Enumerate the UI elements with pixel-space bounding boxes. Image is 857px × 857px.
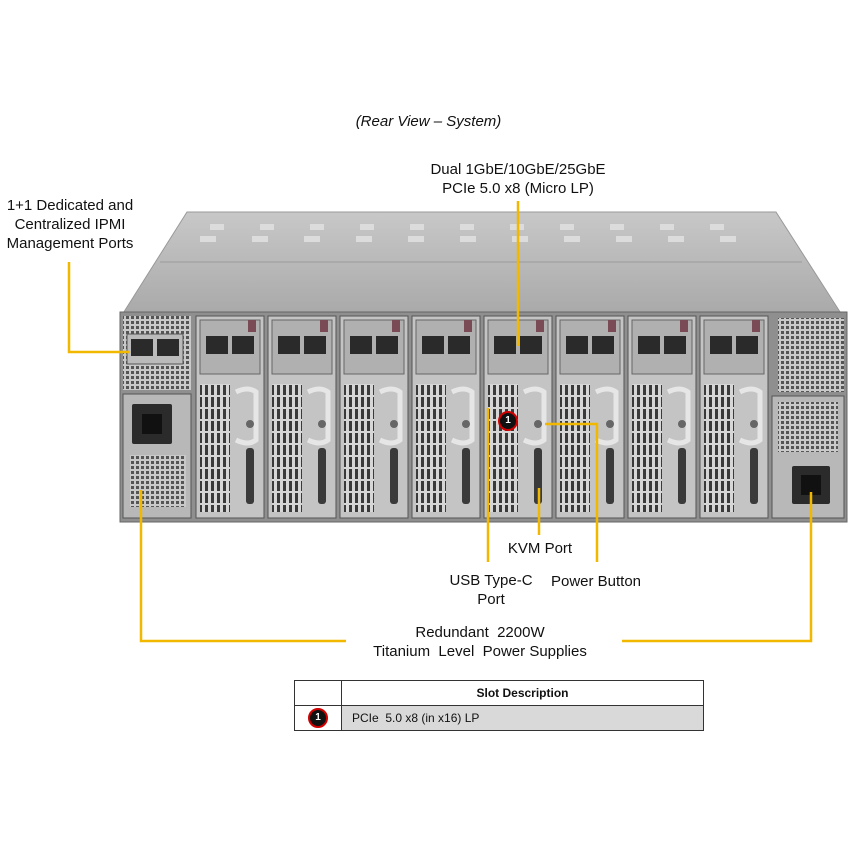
node-trays (195, 315, 769, 519)
diagram-caption: (Rear View – System) (355, 113, 502, 130)
kvm-callout-label: KVM Port (507, 540, 573, 557)
nic-callout-label: Dual 1GbE/10GbE/25GbE PCIe 5.0 x8 (Micro… (430, 161, 606, 197)
callout-line-power (545, 422, 599, 562)
slot-number-badge: 1 (308, 708, 328, 728)
callout-line-psu-left (139, 490, 346, 643)
callout-lines (67, 201, 813, 643)
right-vent-panel (778, 318, 844, 392)
power-button-callout-label: Power Button (550, 573, 642, 590)
node-tray (339, 315, 409, 519)
slot-1-badge: 1 (498, 411, 518, 431)
psu-right (771, 395, 845, 519)
ipmi-callout-label: 1+1 Dedicated and Centralized IPMI Manag… (6, 197, 134, 252)
node-tray (699, 315, 769, 519)
node-tray (555, 315, 625, 519)
node-tray (627, 315, 697, 519)
table-row: 1 PCIe 5.0 x8 (in x16) LP (294, 705, 704, 731)
table-header-description: Slot Description (341, 680, 704, 706)
node-tray (195, 315, 265, 519)
slot-description-table: Slot Description 1 PCIe 5.0 x8 (in x16) … (294, 680, 704, 731)
table-header-number (294, 680, 342, 706)
callout-line-psu-right (622, 492, 813, 643)
table-cell-description: PCIe 5.0 x8 (in x16) LP (341, 705, 704, 731)
node-tray (267, 315, 337, 519)
table-header-row: Slot Description (294, 680, 704, 706)
psu-left (122, 393, 192, 519)
usb-callout-label: USB Type-C Port (449, 572, 533, 608)
chassis-top (121, 211, 843, 316)
callout-line-ipmi (67, 262, 129, 354)
node-tray (411, 315, 481, 519)
ipmi-module (123, 316, 191, 390)
node-tray (483, 315, 553, 519)
table-cell-number: 1 (294, 705, 342, 731)
psu-callout-label: Redundant 2200W Titanium Level Power Sup… (373, 624, 587, 660)
